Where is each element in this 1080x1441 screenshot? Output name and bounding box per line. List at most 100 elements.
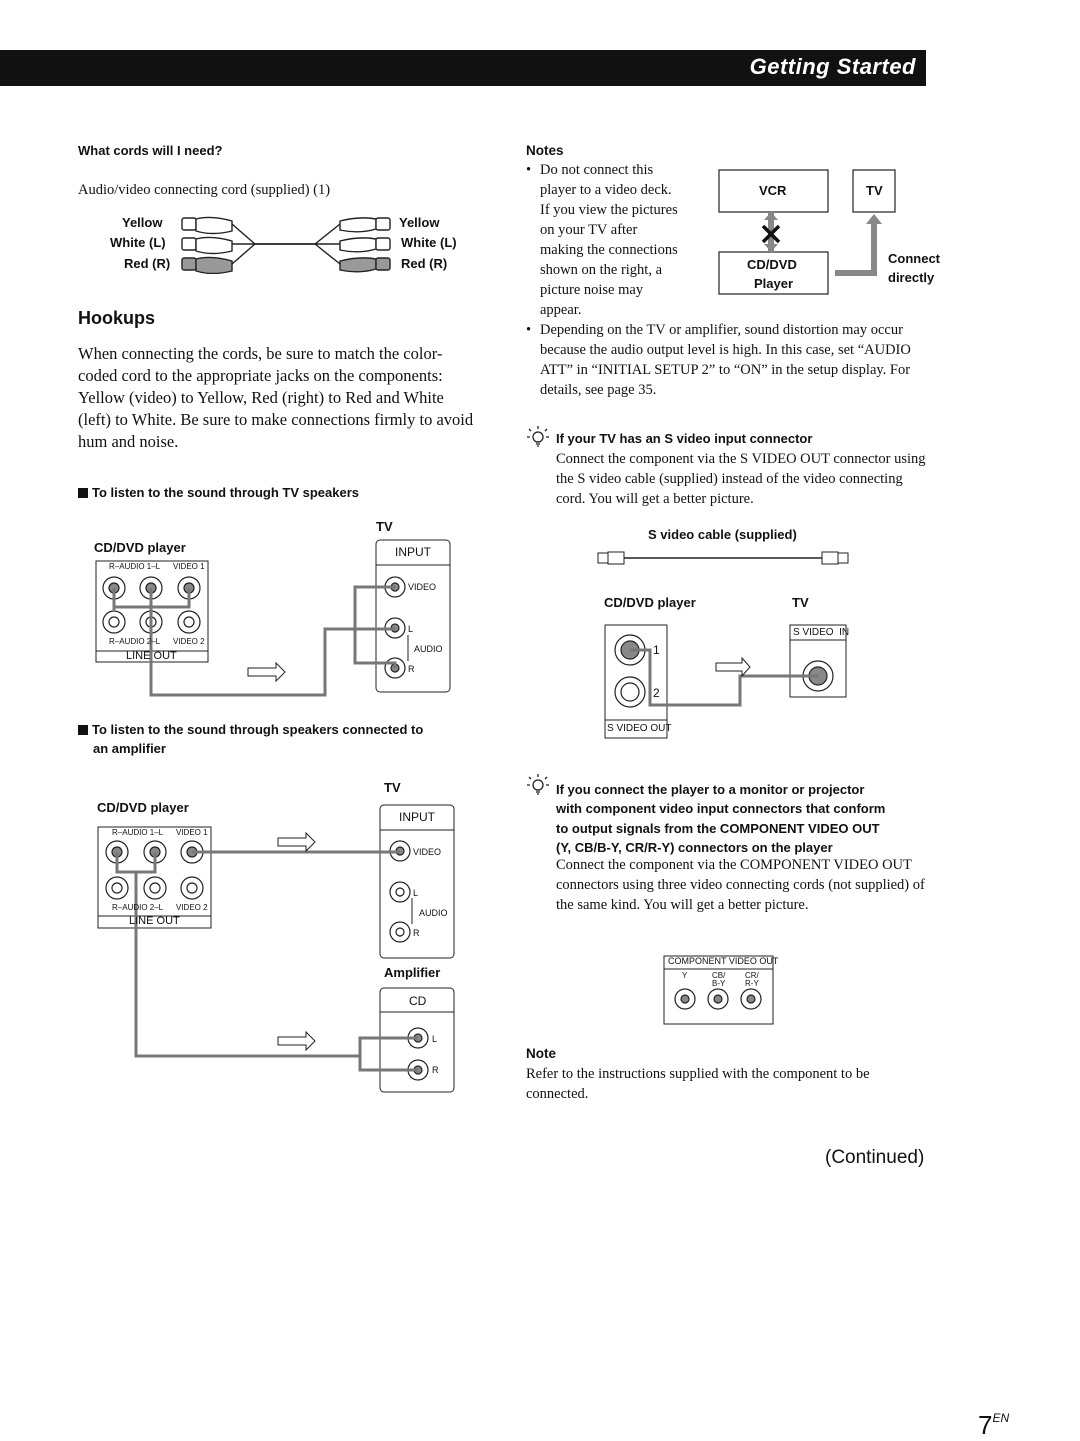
continued-label: (Continued) (825, 1147, 925, 1168)
bullet: • (526, 162, 532, 178)
player-box-label-2: Player (754, 276, 794, 291)
diagram1-player-label: CD/DVD player (94, 540, 186, 555)
hookups-title: Hookups (78, 308, 156, 328)
diagram1-heading-text: To listen to the sound through TV speake… (92, 485, 360, 500)
tip1-heading: If your TV has an S video input connecto… (556, 431, 813, 446)
note1-line: on your TV after (540, 222, 638, 238)
s-video-cable-icon (597, 551, 849, 565)
d2-video: VIDEO (413, 847, 442, 857)
component-cb: CB/ (712, 971, 726, 980)
s-video-cable-label: S video cable (supplied) (648, 527, 797, 542)
cord-label-yellow-left: Yellow (122, 215, 163, 230)
d1-audio: AUDIO (414, 644, 443, 654)
cross-icon (761, 224, 781, 244)
d1-audio1: R–AUDIO 1–L (109, 562, 161, 571)
note-heading: Note (526, 1046, 556, 1061)
d1-video1: VIDEO 1 (173, 562, 205, 571)
cord-label-red-left: Red (R) (124, 256, 171, 271)
d2-amp-r: R (432, 1065, 439, 1075)
bullet-square (78, 725, 88, 735)
diagram1-connection (95, 539, 451, 697)
d2-audio2: R–AUDIO 2–L (112, 903, 164, 912)
header-bar: Getting Started (0, 50, 926, 86)
note1-line: Do not connect this (540, 162, 654, 178)
notes-item2: • Depending on the TV or amplifier, soun… (526, 320, 916, 400)
cord-label-white-right: White (L) (401, 235, 457, 250)
note-body: Refer to the instructions supplied with … (526, 1066, 870, 1102)
d2-input: INPUT (399, 810, 435, 824)
tip1-player-label: CD/DVD player (604, 595, 696, 610)
notes-heading: Notes (526, 143, 564, 158)
amp-jacks (407, 1027, 429, 1081)
d2-video1: VIDEO 1 (176, 828, 208, 837)
s-video-cable (630, 648, 818, 707)
right-plugs (339, 217, 391, 273)
note1-line: shown on the right, a (540, 262, 663, 278)
arrow-icon (277, 1030, 316, 1052)
diagram2-heading-line1: To listen to the sound through speakers … (92, 722, 424, 737)
d2-cd: CD (409, 994, 427, 1008)
cord-label-red-right: Red (R) (401, 256, 448, 271)
vcr-warning-diagram (718, 169, 896, 295)
lightbulb-icon (527, 774, 549, 795)
note1-line: making the connections (540, 242, 678, 258)
diagram2-amp-label: Amplifier (384, 965, 441, 980)
cord-label-white-left: White (L) (110, 235, 166, 250)
cables (112, 585, 397, 697)
d2-video2: VIDEO 2 (176, 903, 208, 912)
connect-label: Connect (888, 251, 940, 266)
cables (115, 850, 418, 1072)
s-video-jack-1: 1 (653, 643, 660, 657)
d2-audio: AUDIO (419, 908, 448, 918)
component-by: B-Y (712, 979, 726, 988)
d1-video: VIDEO (408, 582, 437, 592)
cords-description: Audio/video connecting cord (supplied) (… (78, 182, 331, 198)
amp-panel (379, 987, 455, 1093)
cord-label-yellow-right: Yellow (399, 215, 440, 230)
component-ry: R-Y (745, 979, 759, 988)
tip1-tv-label: TV (792, 595, 809, 610)
tv-box-label: TV (866, 183, 883, 198)
tip2-heading-line: to output signals from the COMPONENT VID… (556, 820, 880, 836)
av-cord-illustration (181, 216, 391, 274)
left-plugs (181, 216, 233, 274)
diagram2-heading: To listen to the sound through speakers … (78, 720, 423, 758)
cords-heading: What cords will I need? (78, 143, 223, 158)
component-video-panel (663, 955, 774, 1025)
page-number: 7EN (978, 1410, 1009, 1441)
lightbulb-icon (527, 426, 549, 447)
s-video-jack-2: 2 (653, 686, 660, 700)
d2-amp-l: L (432, 1034, 438, 1044)
player-s-video-panel (604, 624, 668, 739)
tip2-heading-line: with component video input connectors th… (556, 801, 886, 817)
note2-text: Depending on the TV or amplifier, sound … (540, 322, 911, 398)
d2-audio1: R–AUDIO 1–L (112, 828, 164, 837)
diagram2-connection (97, 804, 455, 1093)
diagram2-heading-line2: an amplifier (93, 741, 166, 756)
tip2-heading-line: If you connect the player to a monitor o… (556, 782, 865, 797)
d1-l: L (408, 624, 414, 634)
d1-input: INPUT (395, 545, 431, 559)
bullet-square (78, 488, 88, 498)
component-video-out-label: COMPONENT VIDEO OUT (668, 956, 779, 966)
d2-l: L (413, 888, 419, 898)
note1-line: player to a video deck. (540, 182, 672, 198)
vcr-label: VCR (759, 183, 787, 198)
directly-label: directly (888, 270, 935, 285)
page-number-value: 7 (978, 1410, 993, 1440)
arrow-icon (247, 661, 286, 683)
note1-line: If you view the pictures (540, 202, 678, 218)
d1-video2: VIDEO 2 (173, 637, 205, 646)
page-section-title: Getting Started (749, 54, 916, 79)
s-video-out-label: S VIDEO OUT (607, 723, 672, 734)
arrow-icon (277, 831, 316, 853)
page-number-suffix: EN (992, 1411, 1010, 1425)
diagram1-tv-label: TV (376, 519, 393, 534)
component-y: Y (682, 971, 688, 980)
s-video-diagram (604, 624, 847, 739)
d1-audio2: R–AUDIO 2–L (109, 637, 161, 646)
tip2-heading-line: (Y, CB/B-Y, CR/R-Y) connectors on the pl… (556, 839, 833, 855)
component-cr: CR/ (745, 971, 759, 980)
tv-box (852, 169, 896, 213)
arrow-icon (715, 656, 751, 678)
